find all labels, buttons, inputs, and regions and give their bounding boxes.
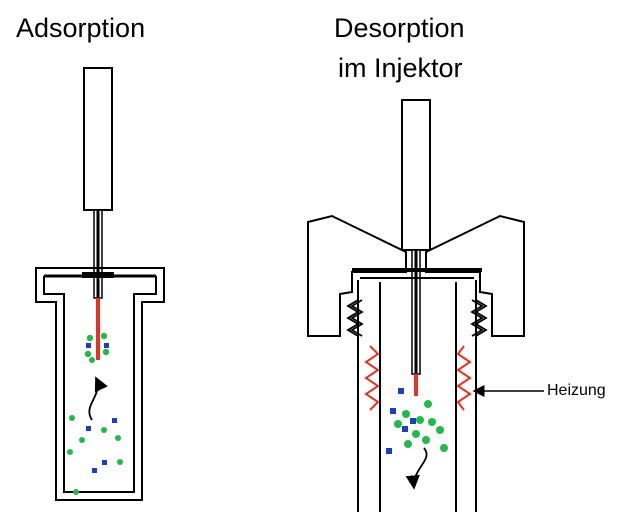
injector-funnel-left [307,214,407,337]
heater-label: Heizung [547,382,606,399]
thread-right [474,299,488,337]
thread-left-2 [350,299,364,337]
heater-coil-left [364,345,380,411]
desorption-assembly [307,99,544,512]
vial-inner [43,276,157,493]
thread-left [346,299,360,337]
desorption-title: Desorption [334,13,465,43]
adsorbed-particles [84,332,110,363]
vial-outer [35,267,165,501]
adsorption-arrow [88,376,108,421]
free-particles-left [67,415,123,495]
syringe-barrel [83,67,113,211]
injector-septum [352,268,482,272]
adsorption-title: Adsorption [16,13,146,43]
adsorption-assembly [35,67,165,501]
heater-coil-right [456,345,472,411]
vial-septum-thick [82,272,114,278]
syringe-barrel-right [401,99,431,251]
desorption-arrow [405,447,428,490]
injector-funnel-right [425,214,525,337]
desorption-subtitle: im Injektor [338,53,463,83]
spme-fiber-right [414,374,418,396]
desorbed-particles [386,388,448,454]
spme-fiber [96,298,100,360]
thread-right-2 [470,299,484,337]
